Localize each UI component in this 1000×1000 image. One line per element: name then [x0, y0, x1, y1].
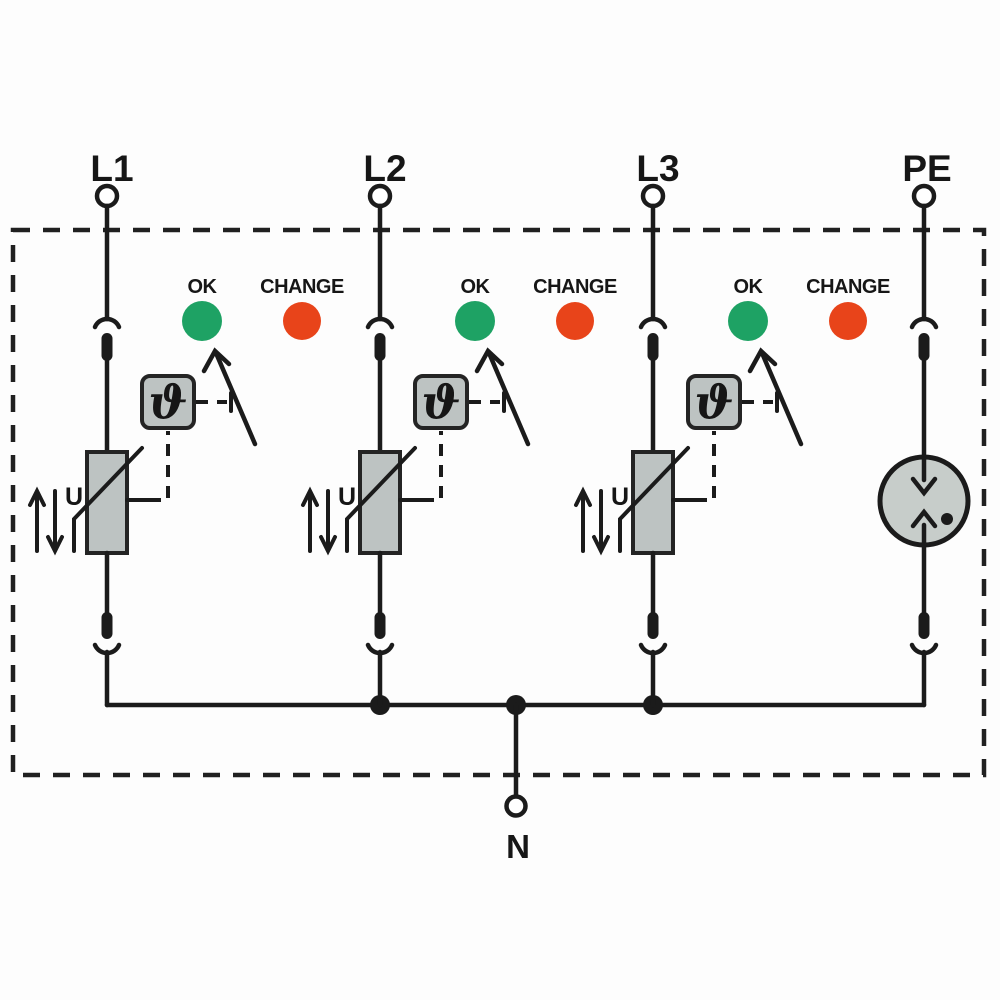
disconnect-pin-bottom-icon [101, 612, 113, 639]
change-led [283, 302, 321, 340]
ok-label: OK [188, 276, 218, 298]
linkage-dashed-to-varistor [695, 431, 716, 502]
disconnect-pin-top-icon [647, 333, 659, 361]
disconnect-pin-top-icon [918, 333, 930, 361]
varistor-diagonal-stroke [72, 446, 144, 553]
thermal-disconnect-box [140, 374, 196, 430]
ok-led [728, 301, 768, 341]
voltage-up-arrow-icon [28, 486, 46, 553]
ok-label: OK [461, 276, 491, 298]
disconnect-socket-top-icon [365, 316, 395, 330]
neutral-bus: N [104, 695, 927, 865]
voltage-label: U [338, 483, 356, 511]
terminal-label-l3: L3 [636, 148, 679, 189]
terminal-label-pe: PE [902, 148, 951, 189]
terminal-l2 [367, 183, 393, 209]
thermal-disconnect-box [686, 374, 742, 430]
pe-column: PE [877, 148, 971, 708]
varistor-diagonal-stroke [345, 446, 417, 553]
terminal-l3 [640, 183, 666, 209]
voltage-up-arrow-icon [574, 486, 592, 553]
disconnect-pin-bottom-icon [647, 612, 659, 639]
varistor-symbol: U [574, 446, 697, 556]
change-led [556, 302, 594, 340]
phase-column-l3: L3 U ϑ OK CHANGE [574, 148, 890, 708]
terminal-l1 [94, 183, 120, 209]
voltage-down-arrow-icon [319, 489, 337, 556]
status-indicators: OK CHANGE [728, 276, 890, 341]
theta-symbol: ϑ [421, 375, 460, 429]
phase-column-l2: L2 U ϑ OK CHANGE [301, 148, 617, 708]
voltage-down-arrow-icon [592, 489, 610, 556]
voltage-up-arrow-icon [301, 486, 319, 553]
disconnect-pin-top-icon [101, 333, 113, 361]
change-led [829, 302, 867, 340]
voltage-label: U [611, 483, 629, 511]
indicator-arrow-icon [747, 347, 804, 447]
voltage-label: U [65, 483, 83, 511]
change-label: CHANGE [533, 276, 617, 298]
theta-symbol: ϑ [694, 375, 733, 429]
gas-discharge-tube-symbol [877, 454, 971, 548]
change-label: CHANGE [806, 276, 890, 298]
phase-column-l1: L1 U ϑ OK CHANGE [28, 148, 344, 708]
thermal-disconnect: ϑ [686, 374, 779, 502]
ok-led [455, 301, 495, 341]
theta-symbol: ϑ [148, 375, 187, 429]
linkage-dashed-to-varistor [149, 431, 170, 502]
ok-led [182, 301, 222, 341]
disconnect-socket-top-icon [638, 316, 668, 330]
status-indicators: OK CHANGE [182, 276, 344, 341]
varistor-symbol: U [28, 446, 151, 556]
disconnect-socket-top-icon [92, 316, 122, 330]
thermal-disconnect: ϑ [413, 374, 506, 502]
varistor-diagonal-stroke [618, 446, 690, 553]
varistor-symbol: U [301, 446, 424, 556]
change-label: CHANGE [260, 276, 344, 298]
linkage-dashed-to-varistor [422, 431, 443, 502]
status-indicators: OK CHANGE [455, 276, 617, 341]
terminal-label-n: N [506, 828, 530, 865]
terminal-label-l2: L2 [363, 148, 406, 189]
indicator-arrow-icon [201, 347, 258, 447]
disconnect-pin-bottom-icon [374, 612, 386, 639]
thermal-disconnect: ϑ [140, 374, 233, 502]
gdt-down-arrow-icon [910, 456, 938, 497]
disconnect-pin-top-icon [374, 333, 386, 361]
terminal-label-l1: L1 [90, 148, 133, 189]
ok-label: OK [734, 276, 764, 298]
gdt-electrode-dot [941, 513, 953, 525]
indicator-arrow-icon [474, 347, 531, 447]
device-enclosure-dashed-border [10, 227, 987, 778]
gdt-up-arrow-icon [910, 508, 938, 546]
terminal-n [504, 794, 528, 818]
terminal-pe [911, 183, 937, 209]
thermal-disconnect-box [413, 374, 469, 430]
voltage-down-arrow-icon [46, 489, 64, 556]
disconnect-pin-bottom-icon [918, 612, 930, 639]
disconnect-socket-top-icon [909, 316, 939, 330]
